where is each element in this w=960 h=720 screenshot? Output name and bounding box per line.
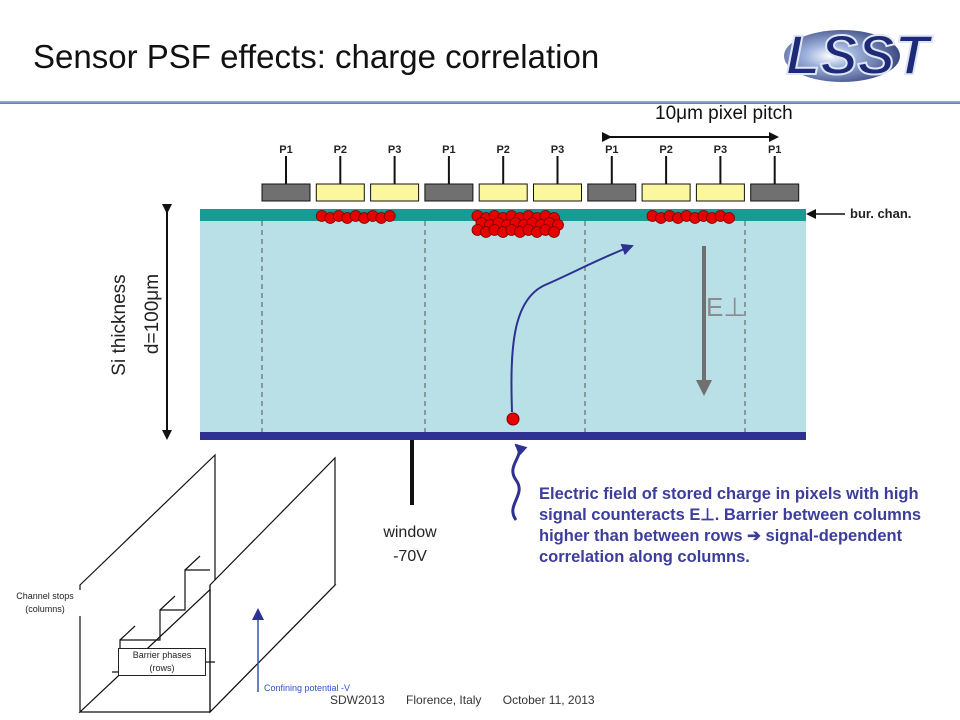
channel-stops-title: Channel stops: [16, 591, 74, 601]
phase-label: P2: [496, 144, 509, 156]
page-title: Sensor PSF effects: charge correlation: [33, 38, 600, 75]
incoming-photon: [511, 443, 528, 521]
explanation-callout: Electric field of stored charge in pixel…: [539, 485, 922, 566]
footer-date: October 11, 2013: [502, 693, 595, 707]
phase-label: P3: [388, 144, 401, 156]
buried-channel-label: bur. chan.: [850, 206, 912, 221]
gate-p1: [587, 183, 637, 202]
barrier-phases-subtitle: (rows): [149, 663, 175, 673]
gate-p2: [641, 183, 691, 202]
gate-p3: [370, 183, 420, 202]
gate-p1: [750, 183, 800, 202]
lsst-logo: LSST: [784, 22, 935, 87]
gate-p3: [533, 183, 582, 202]
window-layer: [200, 432, 806, 440]
window-voltage-label: -70V: [393, 548, 427, 565]
confining-potential-label: Confining potential -V: [264, 683, 351, 693]
pixel-pitch-label: 10μm pixel pitch: [655, 103, 793, 124]
channel-stops-label: Channel stops (columns): [5, 590, 85, 616]
title-divider: [0, 101, 960, 104]
footer-conference: SDW2013: [330, 693, 385, 707]
gate-p2: [478, 183, 528, 202]
pixel-boundaries: [261, 221, 746, 432]
window-label-line: window: [383, 524, 437, 541]
logo-lettering: LSST: [786, 23, 934, 86]
galaxy-swirl: [784, 30, 900, 82]
gate-electrodes: P1 P2 P3 P1 P2 P3 P1 P2 P3 P1: [261, 144, 800, 202]
phase-label: P2: [334, 144, 347, 156]
silicon-bulk: [200, 220, 806, 432]
phase-label: P2: [659, 144, 672, 156]
window-bias-label: window -70V: [368, 521, 452, 569]
barrier-phases-title: Barrier phases: [132, 650, 192, 660]
charge-electron: [548, 226, 560, 238]
charge-drift-path: [510, 243, 634, 413]
photo-electron: [506, 412, 520, 426]
charge-electron: [723, 212, 735, 224]
phase-label: P1: [605, 144, 618, 156]
channel-stops-subtitle: (columns): [25, 604, 65, 614]
electric-field-label: E⊥: [706, 292, 746, 322]
phase-label: P3: [551, 144, 564, 156]
barrier-phases-label: Barrier phases (rows): [118, 648, 206, 676]
slide-footer: SDW2013 Florence, Italy October 11, 2013: [330, 693, 613, 707]
gate-p1: [261, 183, 311, 202]
phase-label: P1: [442, 144, 455, 156]
stored-charge-packets: [315, 210, 735, 238]
gate-p3: [695, 183, 745, 202]
phase-label: P1: [279, 144, 292, 156]
gate-p1: [424, 183, 474, 202]
footer-location: Florence, Italy: [406, 693, 482, 707]
thickness-value-label: d=100μm: [142, 273, 163, 355]
phase-label: P3: [714, 144, 727, 156]
charge-electron: [383, 210, 396, 222]
phase-label: P1: [768, 144, 781, 156]
thickness-label: Si thickness: [109, 274, 130, 376]
channel-potential-inset: [78, 453, 337, 714]
gate-p2: [315, 183, 365, 202]
